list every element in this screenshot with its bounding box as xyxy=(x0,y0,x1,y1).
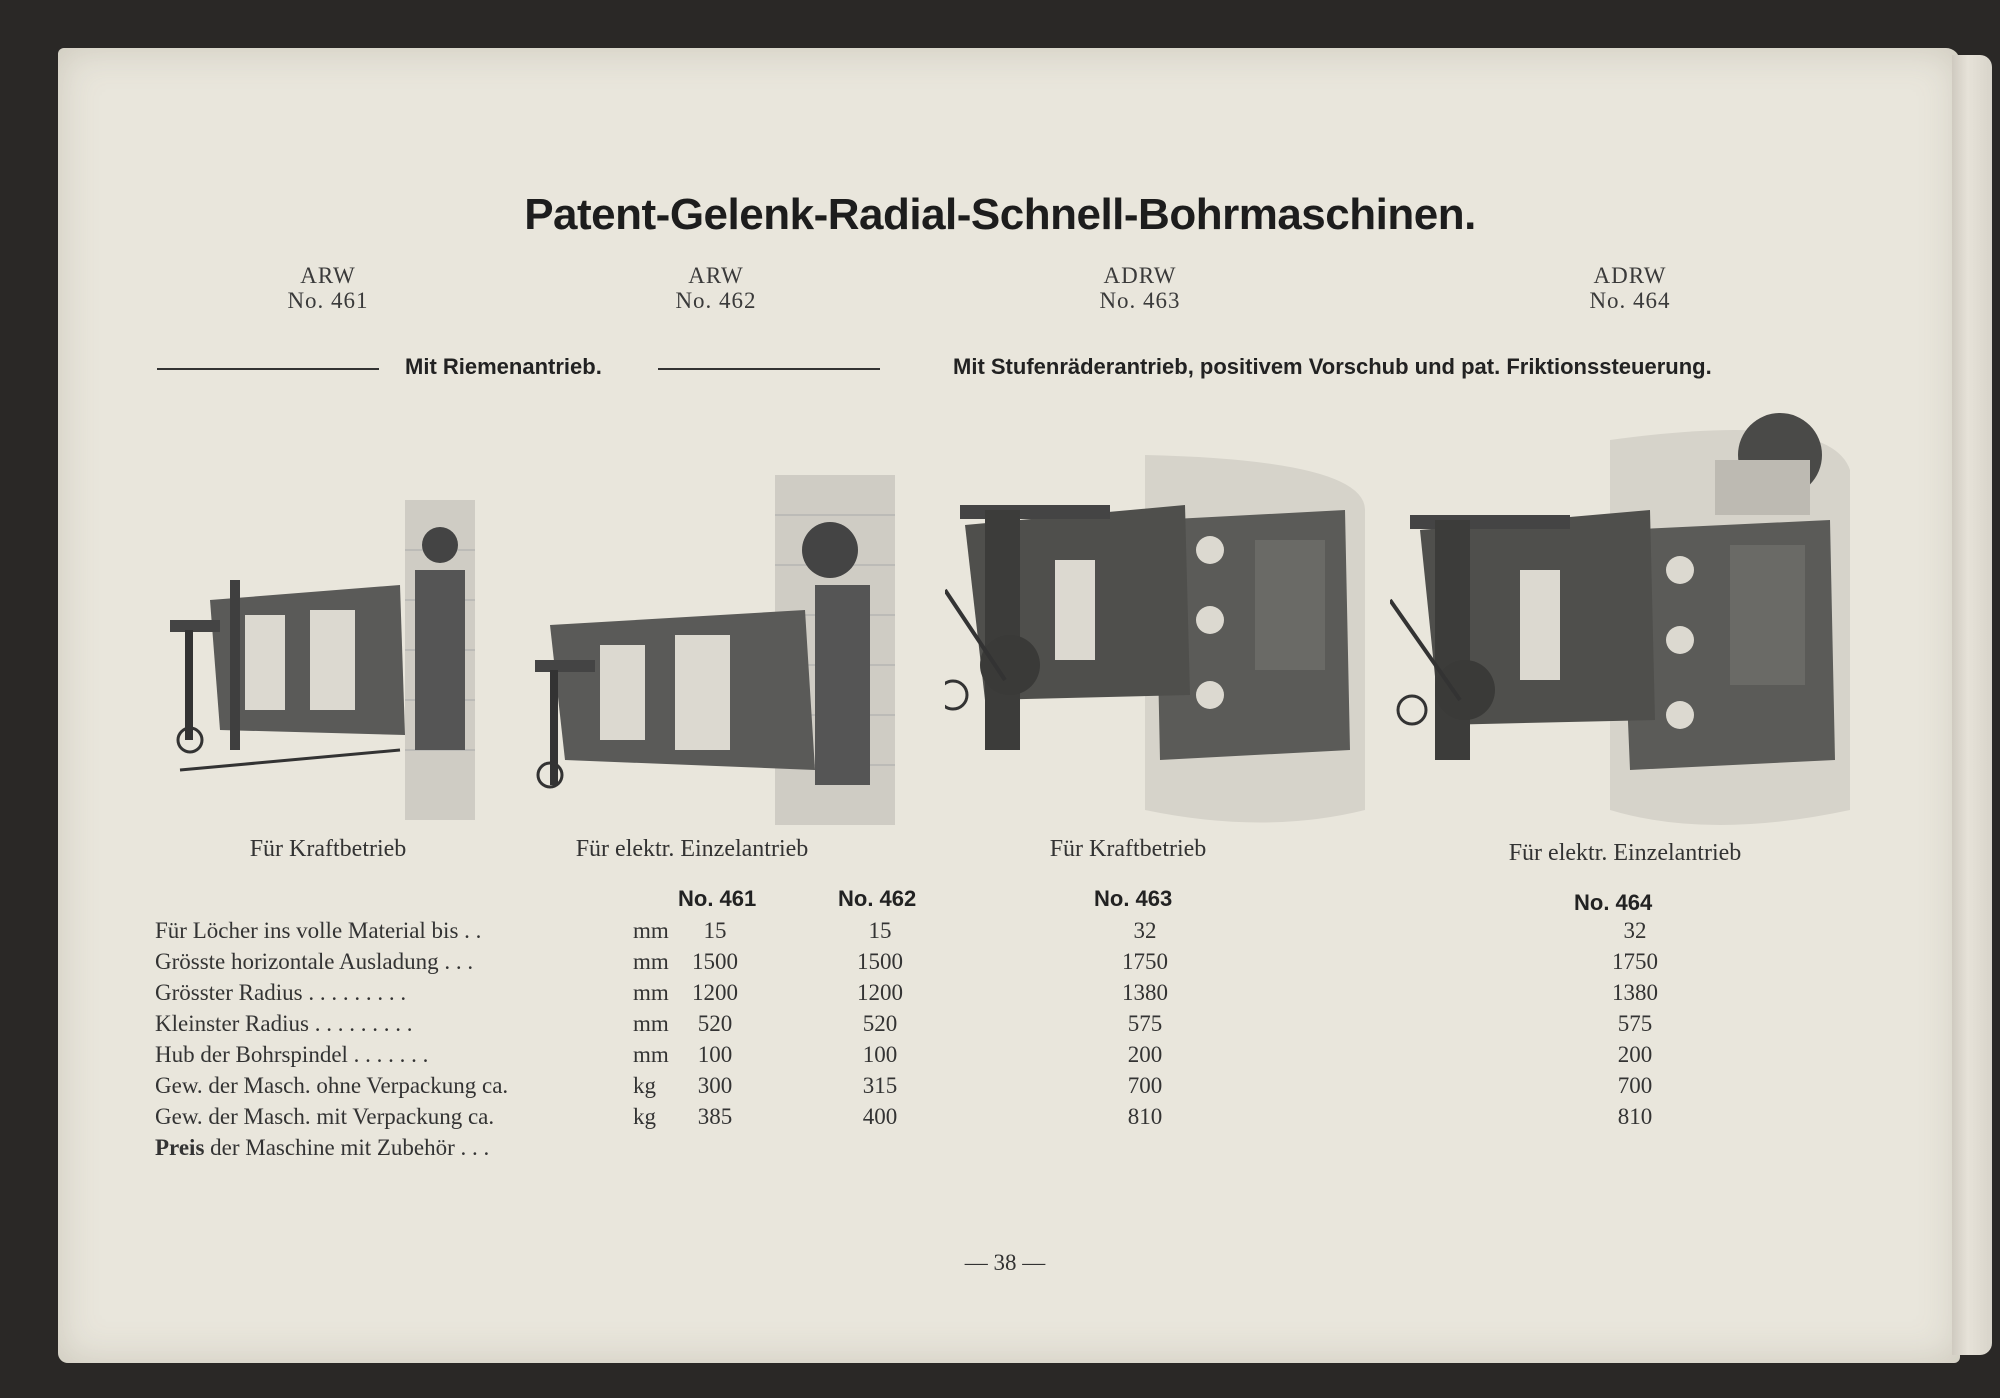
value-464: 32 xyxy=(1623,918,1647,943)
page-number: — 38 — xyxy=(964,1250,1046,1275)
value-461: 1200 xyxy=(692,980,738,1005)
col-header-463: No. 463 xyxy=(1094,886,1173,911)
col-header-464: No. 464 xyxy=(1574,890,1653,915)
table-row: Gew. der Masch. mit Verpackung ca. kg 38… xyxy=(155,1104,1655,1135)
value-461: 100 xyxy=(697,1042,733,1067)
value-462: 400 xyxy=(862,1104,898,1129)
page-title: Patent-Gelenk-Radial-Schnell-Bohrmaschin… xyxy=(524,190,1476,239)
price-label: Preis der Maschine mit Zubehör . . . xyxy=(155,1135,489,1161)
caption-461: Für Kraftbetrieb xyxy=(249,836,407,862)
col-header-462: No. 462 xyxy=(838,886,917,911)
machine-462-illustration xyxy=(535,475,895,825)
value-464: 575 xyxy=(1617,1011,1653,1036)
model-series: ARW xyxy=(300,263,356,288)
caption-462: Für elektr. Einzelantrieb xyxy=(575,836,809,862)
value-464: 810 xyxy=(1617,1104,1653,1129)
col-header-461: No. 461 xyxy=(678,886,757,911)
model-header-461: ARW No. 461 xyxy=(228,263,428,313)
value-461: 1500 xyxy=(692,949,738,974)
value-463: 32 xyxy=(1133,918,1157,943)
drive-gear-label: Mit Stufenräderantrieb, positivem Vorsch… xyxy=(953,354,1712,379)
model-number: No. 462 xyxy=(675,288,757,313)
value-464: 1380 xyxy=(1612,980,1658,1005)
model-header-464: ADRW No. 464 xyxy=(1530,263,1730,313)
model-header-462: ARW No. 462 xyxy=(616,263,816,313)
caption-464: Für elektr. Einzelantrieb xyxy=(1508,840,1742,866)
machine-463-illustration xyxy=(945,455,1365,823)
row-unit: kg xyxy=(633,1104,656,1129)
value-463: 1750 xyxy=(1122,949,1168,974)
model-number: No. 464 xyxy=(1589,288,1671,313)
row-label: Gew. der Masch. mit Verpackung ca. xyxy=(155,1104,495,1129)
value-464: 200 xyxy=(1617,1042,1653,1067)
rule-right xyxy=(658,368,880,370)
value-462: 520 xyxy=(862,1011,898,1036)
value-463: 575 xyxy=(1127,1011,1163,1036)
row-unit: kg xyxy=(633,1073,656,1098)
model-series: ADRW xyxy=(1103,263,1177,288)
price-row: Preis der Maschine mit Zubehör . . . xyxy=(155,1135,1655,1166)
price-label-rest: der Maschine mit Zubehör . . . xyxy=(210,1135,490,1160)
model-series: ADRW xyxy=(1593,263,1667,288)
row-unit: mm xyxy=(633,949,669,974)
value-463: 200 xyxy=(1127,1042,1163,1067)
value-462: 1200 xyxy=(857,980,903,1005)
row-unit: mm xyxy=(633,980,669,1005)
row-unit: mm xyxy=(633,1011,669,1036)
value-461: 385 xyxy=(697,1104,733,1129)
table-row: Kleinster Radius . . . . . . . . . mm 52… xyxy=(155,1011,1655,1042)
price-label-bold: Preis xyxy=(155,1135,205,1160)
caption-463: Für Kraftbetrieb xyxy=(1049,836,1207,862)
row-label: Kleinster Radius . . . . . . . . . xyxy=(155,1011,413,1036)
drive-belt-label: Mit Riemenantrieb. xyxy=(405,354,602,379)
value-462: 15 xyxy=(868,918,892,943)
model-series: ARW xyxy=(688,263,744,288)
value-462: 315 xyxy=(862,1073,898,1098)
table-row: Grösster Radius . . . . . . . . . mm 120… xyxy=(155,980,1658,1011)
table-row: Für Löcher ins volle Material bis . . mm… xyxy=(155,918,1655,949)
machine-461-illustration xyxy=(170,500,475,820)
row-label: Gew. der Masch. ohne Verpackung ca. xyxy=(155,1073,509,1098)
row-label: Für Löcher ins volle Material bis . . xyxy=(155,918,482,943)
value-464: 1750 xyxy=(1612,949,1658,974)
value-463: 810 xyxy=(1127,1104,1163,1129)
row-unit: mm xyxy=(633,918,669,943)
value-464: 700 xyxy=(1617,1073,1653,1098)
row-label: Hub der Bohrspindel . . . . . . . xyxy=(155,1042,429,1067)
value-462: 1500 xyxy=(857,949,903,974)
value-461: 520 xyxy=(697,1011,733,1036)
value-461: 15 xyxy=(703,918,727,943)
value-463: 1380 xyxy=(1122,980,1168,1005)
value-462: 100 xyxy=(862,1042,898,1067)
machine-464-illustration xyxy=(1390,413,1850,825)
table-row: Hub der Bohrspindel . . . . . . . mm 100… xyxy=(155,1042,1655,1073)
value-463: 700 xyxy=(1127,1073,1163,1098)
page-fold xyxy=(1952,55,1992,1355)
model-number: No. 461 xyxy=(287,288,369,313)
row-label: Grösster Radius . . . . . . . . . xyxy=(155,980,407,1005)
row-label: Grösste horizontale Ausladung . . . xyxy=(155,949,474,974)
rule-left xyxy=(157,368,379,370)
model-header-463: ADRW No. 463 xyxy=(1040,263,1240,313)
table-row: Gew. der Masch. ohne Verpackung ca. kg 3… xyxy=(155,1073,1655,1104)
value-461: 300 xyxy=(697,1073,733,1098)
row-unit: mm xyxy=(633,1042,669,1067)
table-row: Grösste horizontale Ausladung . . . mm 1… xyxy=(155,949,1658,980)
model-number: No. 463 xyxy=(1099,288,1181,313)
